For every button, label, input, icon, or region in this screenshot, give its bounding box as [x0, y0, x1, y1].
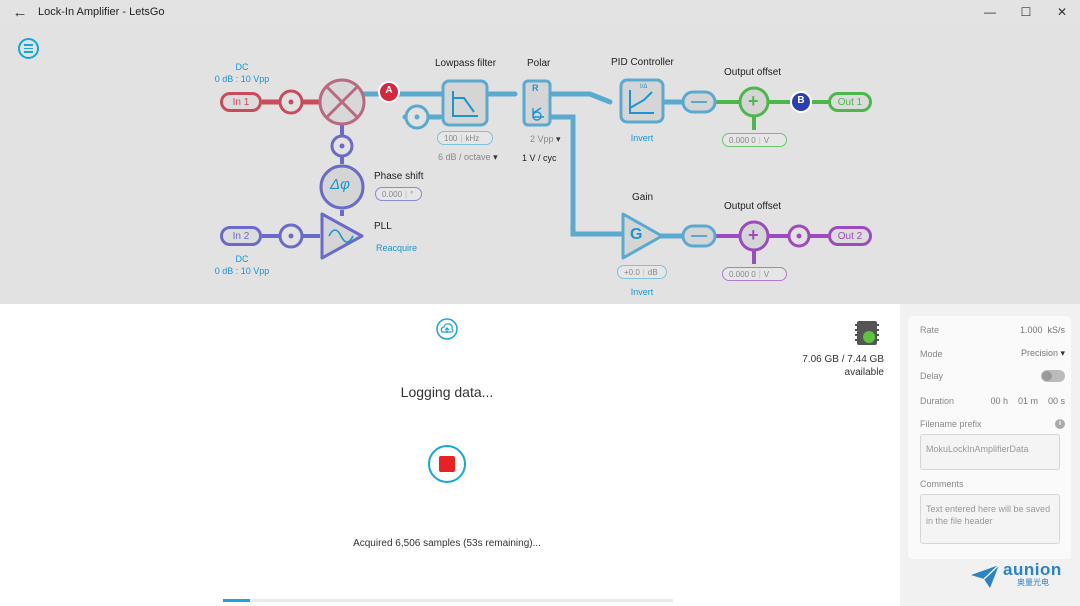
gain-symbol: G [630, 226, 643, 243]
pid-badge: I/Δ [640, 84, 648, 90]
polar-r-label: R [532, 83, 539, 93]
lowpass-slope-select[interactable]: 6 dB / octave ▾ [438, 152, 498, 162]
maximize-button[interactable]: ☐ [1020, 5, 1032, 19]
watermark-logo: aunion 奥量光电 [970, 560, 1062, 589]
title-bar: ← Lock-In Amplifier - LetsGo — ☐ ✕ [0, 0, 1080, 24]
output-offset-1-input[interactable]: 0.000 0|V [722, 133, 787, 147]
mode-label: Mode [920, 348, 943, 359]
close-button[interactable]: ✕ [1056, 5, 1068, 19]
logging-panel: 7.06 GB / 7.44 GB available Logging data… [0, 304, 900, 606]
rate-value[interactable]: 1.000 [1019, 325, 1043, 335]
window-title: Lock-In Amplifier - LetsGo [38, 6, 165, 18]
pll-block[interactable] [320, 212, 364, 260]
logging-progress-track [223, 599, 673, 602]
out1-button[interactable]: Out 1 [828, 92, 872, 112]
lowpass-filter-block[interactable] [441, 79, 489, 127]
minimize-button[interactable]: — [984, 5, 996, 19]
lowpass-cutoff-input[interactable]: 100|kHz [437, 131, 493, 145]
back-arrow-icon[interactable]: ← [12, 3, 28, 21]
delay-row: Delay [920, 370, 1065, 382]
pll-title: PLL [374, 221, 392, 232]
logging-progress-fill [223, 599, 250, 602]
comments-row: Comments [920, 479, 1065, 489]
comments-label: Comments [920, 479, 964, 489]
rate-row[interactable]: Rate 1.000 kS/s [920, 325, 1065, 335]
storage-info: 7.06 GB / 7.44 GB available [802, 353, 884, 379]
mode-select[interactable]: Precision ▾ [1020, 348, 1065, 358]
watermark-brand: aunion [1003, 560, 1062, 579]
polar-title: Polar [527, 58, 551, 69]
pid-invert-toggle[interactable]: Invert [630, 133, 654, 143]
polar-scale[interactable]: 1 V / cyc [522, 153, 557, 163]
gain-invert-toggle[interactable]: Invert [630, 287, 654, 297]
logging-status: Logging data... [400, 384, 494, 400]
stop-logging-button[interactable] [428, 445, 466, 483]
rate-label: Rate [920, 325, 940, 335]
pid-title: PID Controller [611, 57, 674, 68]
info-icon[interactable]: i [1055, 419, 1065, 429]
logging-settings-panel: Rate 1.000 kS/s Mode Precision ▾ Delay D… [900, 304, 1080, 606]
out2-button[interactable]: Out 2 [828, 226, 872, 246]
duration-minutes[interactable]: 01 m [1017, 396, 1038, 406]
probe-b-marker[interactable] [790, 91, 812, 113]
probe-a-marker[interactable] [378, 81, 400, 103]
storage-available-label: available [844, 367, 884, 378]
in1-range[interactable]: 0 dB : 10 Vpp [214, 74, 270, 84]
menu-icon[interactable] [18, 38, 39, 59]
phase-shift-symbol: Δφ [330, 176, 350, 193]
settings-card: Rate 1.000 kS/s Mode Precision ▾ Delay D… [908, 316, 1071, 559]
phase-shift-title: Phase shift [374, 171, 424, 182]
in1-coupling[interactable]: DC [235, 62, 249, 72]
gain-block[interactable] [621, 212, 664, 260]
probe-b-label: B [797, 95, 805, 106]
polar-range-select[interactable]: 2 Vpp ▾ [530, 134, 561, 144]
storage-card-icon [855, 321, 879, 345]
phase-shift-input[interactable]: 0.000|° [375, 187, 422, 201]
duration-hours[interactable]: 00 h [990, 396, 1008, 406]
in1-button[interactable]: In 1 [220, 92, 262, 112]
paper-plane-icon [971, 564, 1000, 588]
polar-block[interactable] [522, 79, 552, 127]
out1-offset-adder[interactable] [738, 86, 770, 118]
gain-title: Gain [632, 192, 654, 203]
acquired-samples-text: Acquired 6,506 samples (53s remaining)..… [353, 538, 541, 549]
rate-unit: kS/s [1047, 325, 1065, 335]
plus-icon: + [748, 225, 759, 245]
output-offset-2-title: Output offset [724, 201, 782, 212]
block-diagram: A B R I/Δ G Δφ + + In 1 In 2 Out 1 Out 2… [0, 24, 1080, 304]
phase-shift-block[interactable] [319, 164, 365, 210]
watermark-sub: 奥量光电 [1017, 578, 1049, 587]
duration-label: Duration [920, 396, 955, 406]
gain-input[interactable]: +0.0|dB [617, 265, 667, 279]
delay-label: Delay [920, 371, 944, 381]
filename-row: Filename prefix i [920, 419, 1065, 429]
signal-path-diagram [262, 78, 830, 264]
in2-range[interactable]: 0 dB : 10 Vpp [214, 266, 270, 276]
filename-label: Filename prefix [920, 419, 982, 429]
comments-input[interactable]: Text entered here will be saved in the f… [920, 494, 1060, 544]
duration-row: Duration 00 h 01 m 00 s [920, 396, 1065, 406]
output-offset-1-title: Output offset [724, 67, 782, 78]
out2-offset-adder[interactable] [738, 220, 770, 252]
filename-prefix-input[interactable]: MokuLockInAmplifierData [920, 434, 1060, 470]
mode-row[interactable]: Mode Precision ▾ [920, 348, 1065, 359]
cloud-upload-icon[interactable] [436, 318, 458, 340]
pll-reacquire-button[interactable]: Reacquire [376, 243, 418, 253]
plus-icon: + [748, 91, 759, 111]
delay-toggle[interactable] [1041, 370, 1065, 382]
lowpass-filter-title: Lowpass filter [435, 58, 497, 69]
probe-a-label: A [385, 85, 393, 96]
storage-usage: 7.06 GB / 7.44 GB [802, 354, 884, 365]
in2-button[interactable]: In 2 [220, 226, 262, 246]
duration-seconds[interactable]: 00 s [1047, 396, 1065, 406]
stop-icon [439, 456, 455, 472]
in2-coupling[interactable]: DC [235, 254, 249, 264]
output-offset-2-input[interactable]: 0.000 0|V [722, 267, 787, 281]
